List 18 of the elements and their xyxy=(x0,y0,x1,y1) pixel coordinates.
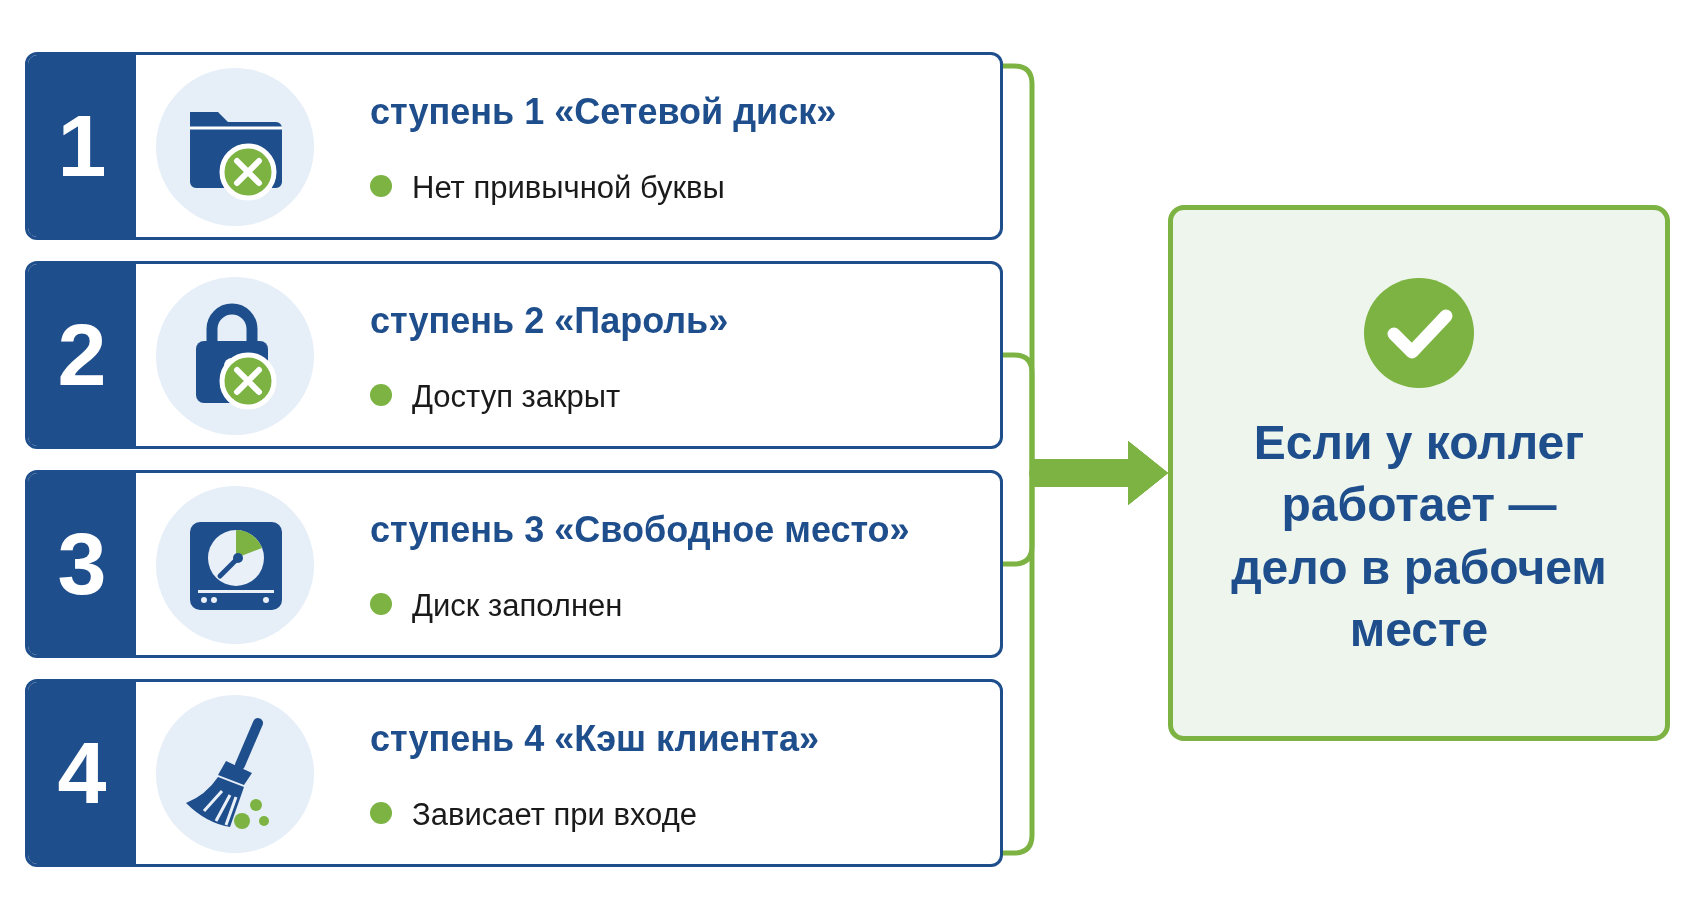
step-note: Диск заполнен xyxy=(412,587,623,625)
step-title: ступень 4 «Кэш клиента» xyxy=(370,717,819,761)
step-title: ступень 2 «Пароль» xyxy=(370,299,729,343)
step-title: ступень 3 «Свободное место» xyxy=(370,508,910,552)
step-number: 1 xyxy=(28,55,136,237)
step-note: Зависает при входе xyxy=(412,796,697,834)
step-title: ступень 1 «Сетевой диск» xyxy=(370,90,837,134)
step-card xyxy=(25,679,1003,867)
step-card xyxy=(25,261,1003,449)
step-card xyxy=(25,52,1003,240)
result-text: Если у коллег работает — дело в рабочем месте xyxy=(1230,415,1608,659)
step-number: 3 xyxy=(28,473,136,655)
result-box xyxy=(1168,205,1670,741)
step-note: Доступ закрыт xyxy=(412,378,621,416)
step-number: 2 xyxy=(28,264,136,446)
step-note: Нет привычной буквы xyxy=(412,169,725,207)
step-number: 4 xyxy=(28,682,136,864)
step-card xyxy=(25,470,1003,658)
